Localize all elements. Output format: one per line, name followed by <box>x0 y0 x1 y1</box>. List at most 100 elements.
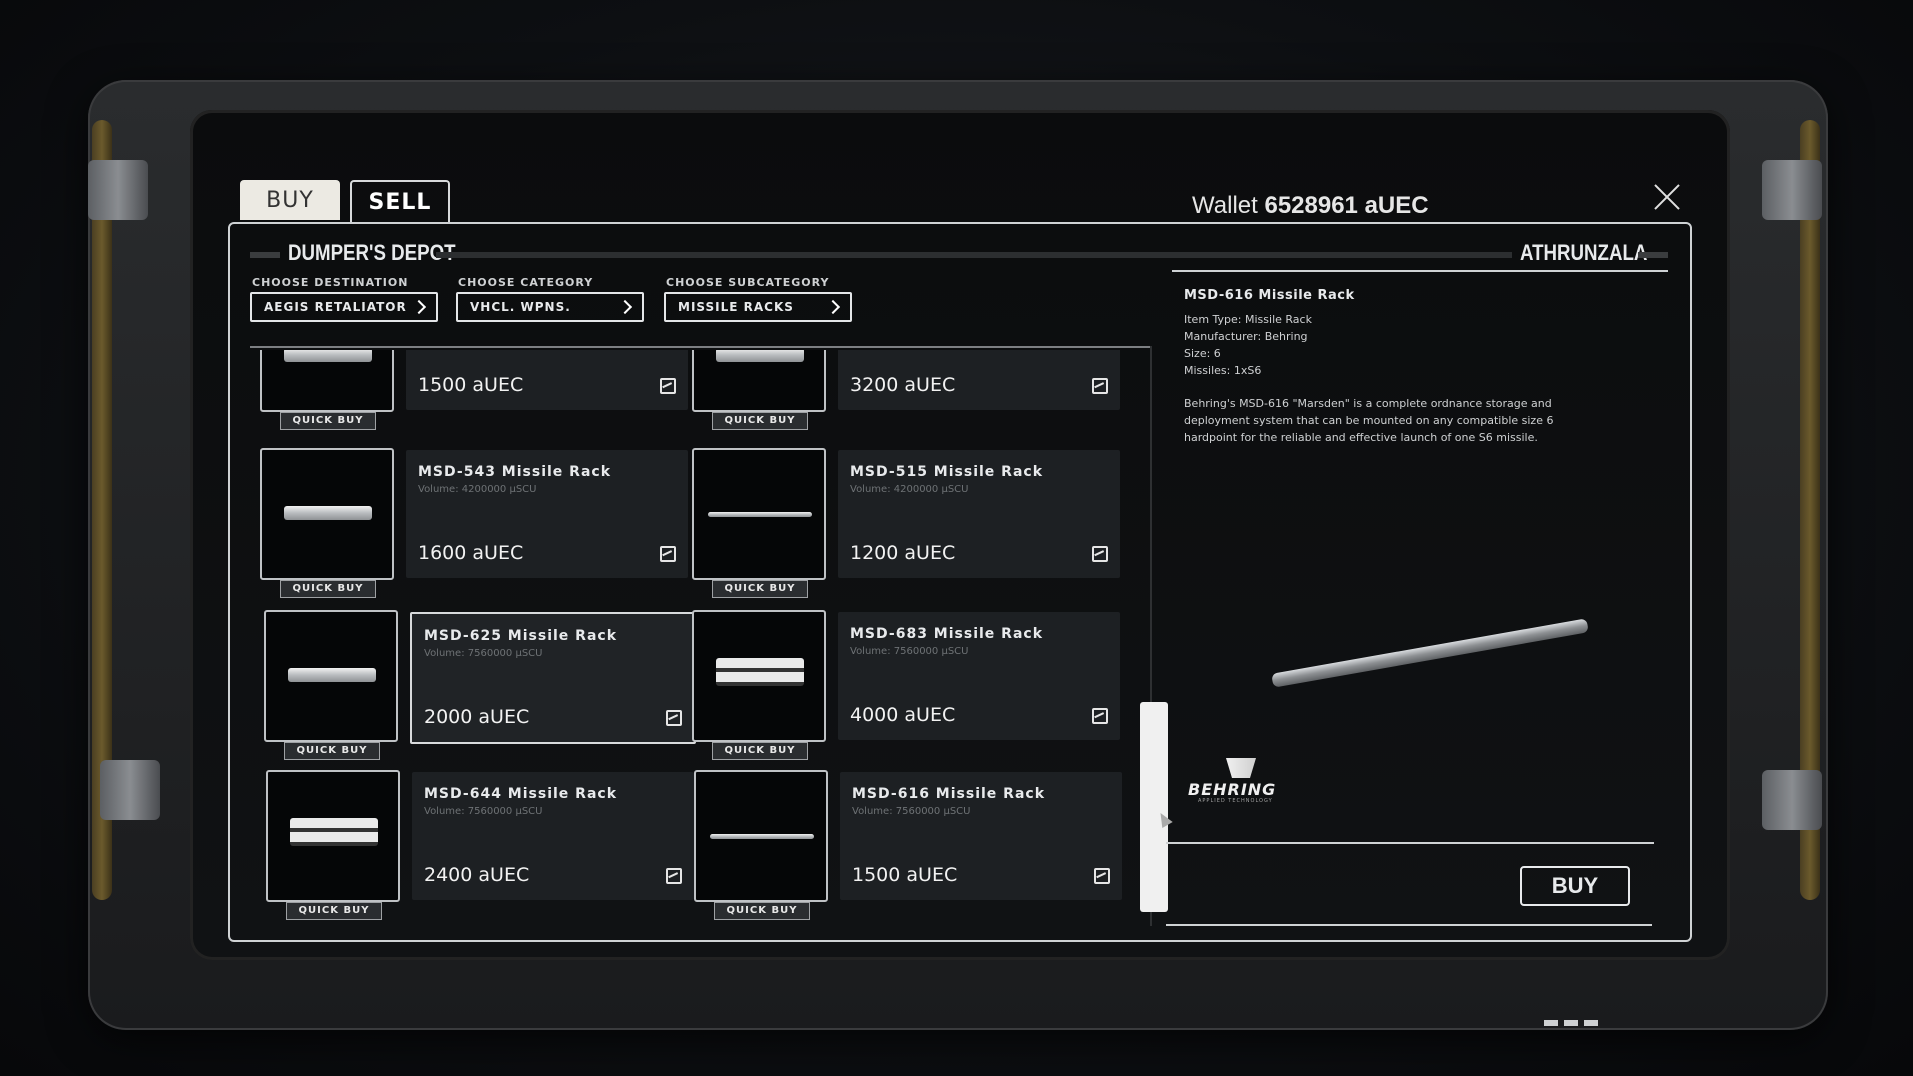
product-thumbnail[interactable] <box>692 350 826 412</box>
product-price: 1200 aUEC <box>850 542 956 564</box>
product-info[interactable]: MSD-515 Missile Rack Volume: 4200000 µSC… <box>838 450 1120 578</box>
product-volume: Volume: 7560000 µSCU <box>424 648 543 659</box>
product-card[interactable]: QUICK BUY MSD-515 Missile Rack Volume: 4… <box>692 448 1122 598</box>
product-card[interactable]: QUICK BUY MSD-644 Missile Rack Volume: 7… <box>266 770 696 920</box>
compare-icon[interactable] <box>1092 708 1108 724</box>
frame-clamp <box>1762 160 1822 220</box>
product-info[interactable]: MSD-543 Missile Rack Volume: 4200000 µSC… <box>406 450 688 578</box>
chevron-right-icon <box>411 299 427 315</box>
destination-value: AEGIS RETALIATOR <box>264 300 407 314</box>
missile-rack-image <box>284 506 372 520</box>
product-name: MSD-616 Missile Rack <box>852 786 1046 802</box>
compare-icon[interactable] <box>1092 378 1108 394</box>
buy-button[interactable]: BUY <box>1520 866 1630 906</box>
tab-sell[interactable]: SELL <box>350 180 450 222</box>
product-card[interactable]: QUICK BUY 1500 aUEC <box>260 350 690 430</box>
detail-size: Size: 6 <box>1184 347 1221 360</box>
header-divider <box>250 252 280 258</box>
detail-missiles: Missiles: 1xS6 <box>1184 364 1262 377</box>
product-info[interactable]: MSD-616 Missile Rack Volume: 7560000 µSC… <box>840 772 1122 900</box>
frame-clamp <box>100 760 160 820</box>
category-value: VHCL. WPNS. <box>470 300 571 314</box>
product-name: MSD-515 Missile Rack <box>850 464 1044 480</box>
brand-tagline: APPLIED TECHNOLOGY <box>1198 798 1273 804</box>
product-info[interactable]: MSD-644 Missile Rack Volume: 7560000 µSC… <box>412 772 694 900</box>
detail-divider <box>1172 270 1668 272</box>
frame-clamp <box>88 160 148 220</box>
frame-rail-right <box>1800 120 1820 900</box>
product-price: 2000 aUEC <box>424 706 530 728</box>
destination-label: CHOOSE DESTINATION <box>252 276 409 289</box>
product-name: MSD-644 Missile Rack <box>424 786 618 802</box>
product-card[interactable]: QUICK BUY MSD-616 Missile Rack Volume: 7… <box>694 770 1124 920</box>
product-thumbnail[interactable] <box>692 448 826 580</box>
product-volume: Volume: 7560000 µSCU <box>850 646 969 657</box>
compare-icon[interactable] <box>660 546 676 562</box>
quick-buy-button[interactable]: QUICK BUY <box>712 580 808 598</box>
product-price: 3200 aUEC <box>850 374 956 396</box>
product-card[interactable]: QUICK BUY 3200 aUEC <box>692 350 1122 430</box>
category-label: CHOOSE CATEGORY <box>458 276 594 289</box>
product-volume: Volume: 4200000 µSCU <box>418 484 537 495</box>
chevron-right-icon <box>617 299 633 315</box>
compare-icon[interactable] <box>660 378 676 394</box>
compare-icon[interactable] <box>1094 868 1110 884</box>
product-thumbnail[interactable] <box>692 610 826 742</box>
compare-icon[interactable] <box>666 868 682 884</box>
quick-buy-button[interactable]: QUICK BUY <box>286 902 382 920</box>
manufacturer-logo: BEHRING APPLIED TECHNOLOGY <box>1188 758 1298 806</box>
product-price: 4000 aUEC <box>850 704 956 726</box>
category-selector[interactable]: VHCL. WPNS. <box>456 292 644 322</box>
wallet-balance: Wallet 6528961 aUEC <box>1192 192 1429 220</box>
quick-buy-button[interactable]: QUICK BUY <box>280 580 376 598</box>
list-scrollbar[interactable] <box>1140 702 1168 912</box>
product-volume: Volume: 4200000 µSCU <box>850 484 969 495</box>
quick-buy-button[interactable]: QUICK BUY <box>712 742 808 760</box>
decor-dash <box>1544 1020 1558 1026</box>
decor-dash <box>1564 1020 1578 1026</box>
quick-buy-button[interactable]: QUICK BUY <box>714 902 810 920</box>
tab-buy[interactable]: BUY <box>240 180 340 220</box>
chevron-right-icon <box>825 299 841 315</box>
detail-item-type: Item Type: Missile Rack <box>1184 313 1312 326</box>
subcategory-value: MISSILE RACKS <box>678 300 794 314</box>
detail-manufacturer: Manufacturer: Behring <box>1184 330 1308 343</box>
product-thumbnail[interactable] <box>260 350 394 412</box>
header-divider <box>436 252 1512 258</box>
product-thumbnail[interactable] <box>266 770 400 902</box>
wallet-label: Wallet <box>1192 192 1258 219</box>
product-thumbnail[interactable] <box>694 770 828 902</box>
quick-buy-button[interactable]: QUICK BUY <box>280 412 376 430</box>
compare-icon[interactable] <box>666 710 682 726</box>
close-icon[interactable] <box>1652 182 1682 212</box>
decor-dash <box>1584 1020 1598 1026</box>
subcategory-selector[interactable]: MISSILE RACKS <box>664 292 852 322</box>
quick-buy-button[interactable]: QUICK BUY <box>284 742 380 760</box>
missile-rack-image <box>710 834 814 839</box>
product-price: 1500 aUEC <box>852 864 958 886</box>
product-info-selected[interactable]: MSD-625 Missile Rack Volume: 7560000 µSC… <box>410 612 696 744</box>
detail-divider <box>1166 842 1654 844</box>
product-info[interactable]: 1500 aUEC <box>406 350 688 410</box>
product-card[interactable]: QUICK BUY MSD-625 Missile Rack Volume: 7… <box>264 610 696 760</box>
store-location: ATHRUNZALA <box>1520 240 1648 265</box>
product-name: MSD-625 Missile Rack <box>424 628 618 644</box>
product-name: MSD-543 Missile Rack <box>418 464 612 480</box>
product-card[interactable]: QUICK BUY MSD-543 Missile Rack Volume: 4… <box>260 448 690 598</box>
detail-divider <box>1166 924 1652 926</box>
frame-clamp <box>1762 770 1822 830</box>
product-thumbnail[interactable] <box>260 448 394 580</box>
detail-title: MSD-616 Missile Rack <box>1184 288 1355 303</box>
product-card[interactable]: QUICK BUY MSD-683 Missile Rack Volume: 7… <box>692 610 1122 760</box>
quick-buy-button[interactable]: QUICK BUY <box>712 412 808 430</box>
product-thumbnail[interactable] <box>264 610 398 742</box>
product-info[interactable]: 3200 aUEC <box>838 350 1120 410</box>
missile-rack-image <box>716 658 804 686</box>
product-price: 2400 aUEC <box>424 864 530 886</box>
destination-selector[interactable]: AEGIS RETALIATOR <box>250 292 438 322</box>
compare-icon[interactable] <box>1092 546 1108 562</box>
product-price: 1500 aUEC <box>418 374 524 396</box>
vertical-divider <box>1150 346 1152 926</box>
product-info[interactable]: MSD-683 Missile Rack Volume: 7560000 µSC… <box>838 612 1120 740</box>
product-name: MSD-683 Missile Rack <box>850 626 1044 642</box>
